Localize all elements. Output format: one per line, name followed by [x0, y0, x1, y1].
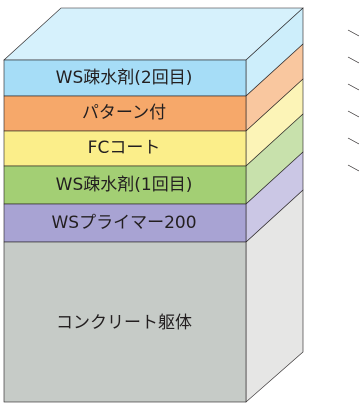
label-concrete-base: コンクリート躯体	[56, 313, 192, 333]
front-face-ws-repellent-1st	[3, 165, 247, 205]
front-face-base	[3, 241, 247, 403]
leader-tick-5	[347, 137, 359, 145]
label-fc-coat: FCコート	[87, 138, 161, 158]
leader-tick-6	[347, 164, 359, 172]
leader-tick-2	[347, 56, 359, 64]
label-ws-repellent-2nd: WS疎水剤(2回目)	[55, 68, 193, 88]
front-face-fc-coat	[3, 130, 247, 167]
front-face-pattern	[3, 95, 247, 132]
leader-tick-4	[347, 110, 359, 118]
label-pattern: パターン付	[81, 103, 167, 123]
front-face-ws-repellent-2nd	[3, 59, 247, 97]
label-ws-repellent-1st: WS疎水剤(1回目)	[55, 175, 193, 195]
front-face-ws-primer	[3, 203, 247, 243]
leader-tick-3	[347, 83, 359, 91]
label-ws-primer: WSプライマー200	[51, 213, 197, 233]
leader-tick-1	[347, 29, 359, 37]
